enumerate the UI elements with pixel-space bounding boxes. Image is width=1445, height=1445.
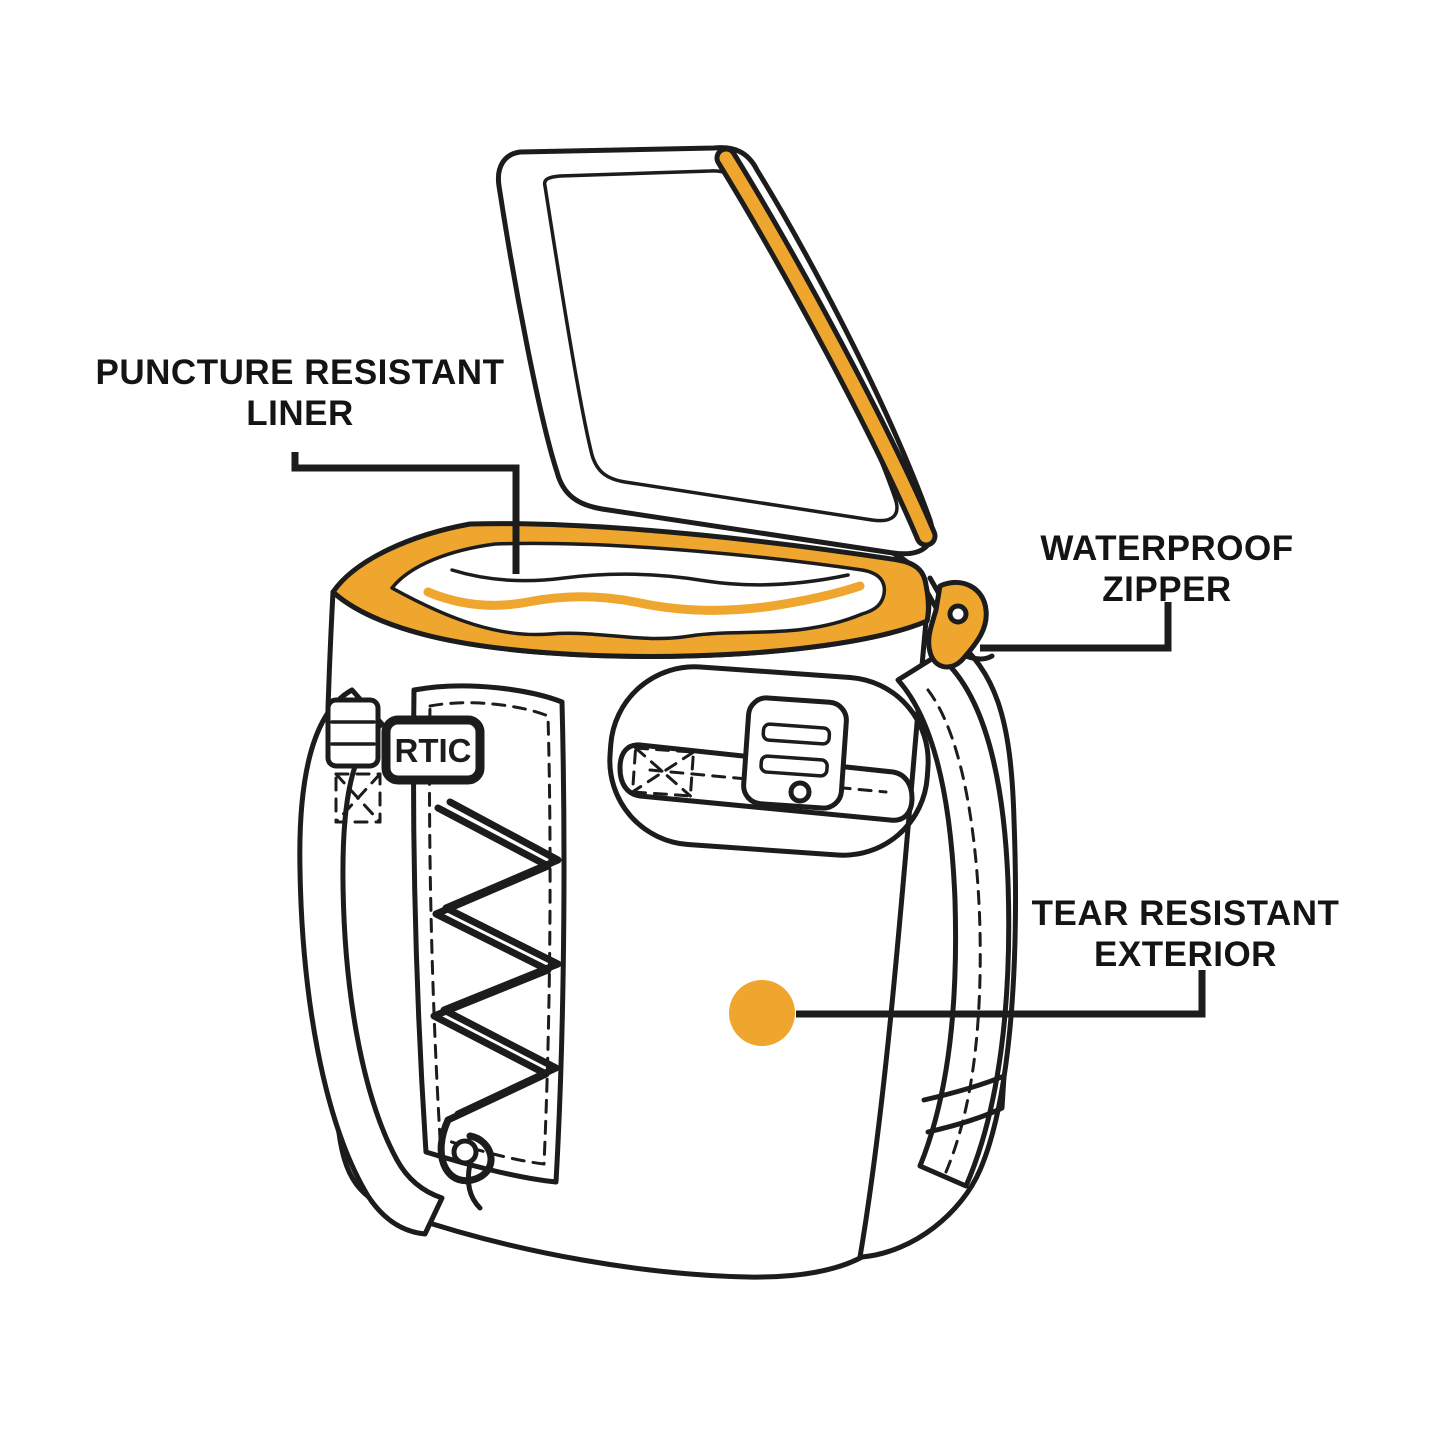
brand-logo: RTIC	[395, 732, 472, 769]
bungee-tail	[465, 1161, 483, 1211]
brand-logo-patch	[381, 715, 485, 785]
lid-inner-line	[542, 169, 899, 523]
lid-zipper-tape	[719, 151, 933, 543]
bungee-panel: RTIC	[381, 683, 567, 1211]
callout-waterproof-zipper: WATERPROOF ZIPPER	[1012, 528, 1322, 610]
bungee-cord-2	[440, 798, 562, 1118]
front-handle	[607, 664, 931, 858]
right-strap-stitching	[926, 688, 982, 1174]
left-strap-buckle	[325, 697, 381, 769]
zipper-pull-hole	[947, 603, 969, 625]
left-strap-stitch-box	[334, 772, 382, 824]
right-strap-band-top	[921, 1073, 1007, 1103]
exterior-highlight-dot	[729, 980, 795, 1046]
connector-waterproof-zipper	[980, 602, 1172, 652]
connector-tear-exterior	[796, 970, 1206, 1018]
callout-tear-resistant-exterior: TEAR RESISTANT EXTERIOR	[1028, 893, 1343, 975]
left-shoulder-strap	[297, 687, 445, 1237]
buckle-rivet	[788, 780, 812, 804]
handle-seam-outline	[607, 664, 931, 858]
buckle-slot-top	[761, 722, 832, 746]
bungee-toggle	[451, 1138, 479, 1166]
zipper-pull-tab-link	[927, 575, 941, 595]
callout-line: EXTERIOR	[1094, 935, 1277, 974]
right-shoulder-strap	[895, 652, 1012, 1189]
bungee-cords	[430, 798, 562, 1211]
callout-puncture-resistant-liner: PUNCTURE RESISTANT LINER	[85, 352, 515, 434]
side-panel-stitching	[427, 701, 552, 1166]
callout-connectors	[291, 452, 1206, 1018]
left-strap-band	[297, 687, 445, 1237]
callout-line: LINER	[246, 394, 354, 433]
callout-line: ZIPPER	[1102, 570, 1232, 609]
cooler-lid	[495, 145, 938, 581]
zipper-pull-cord	[963, 653, 995, 662]
left-strap-buckle-rungs	[330, 720, 376, 746]
callout-line: PUNCTURE RESISTANT	[95, 353, 505, 392]
liner-wave	[423, 581, 865, 615]
buckle-slot-bottom	[759, 754, 829, 778]
right-strap-band-bottom	[925, 1073, 1007, 1135]
zipper-pull	[926, 575, 995, 670]
lid-outline	[495, 145, 935, 557]
handle-buckle	[741, 695, 849, 811]
bungee-loose-loop	[437, 1116, 495, 1185]
side-panel	[411, 683, 567, 1185]
liner-wave-line	[450, 568, 850, 587]
callout-line: WATERPROOF	[1040, 529, 1294, 568]
handle-webbing-stitching	[648, 768, 888, 794]
handle-stitch-box	[631, 746, 695, 798]
connector-puncture-liner	[291, 452, 520, 574]
zipper-pull-body	[926, 579, 989, 670]
callout-line: TEAR RESISTANT	[1031, 894, 1340, 933]
